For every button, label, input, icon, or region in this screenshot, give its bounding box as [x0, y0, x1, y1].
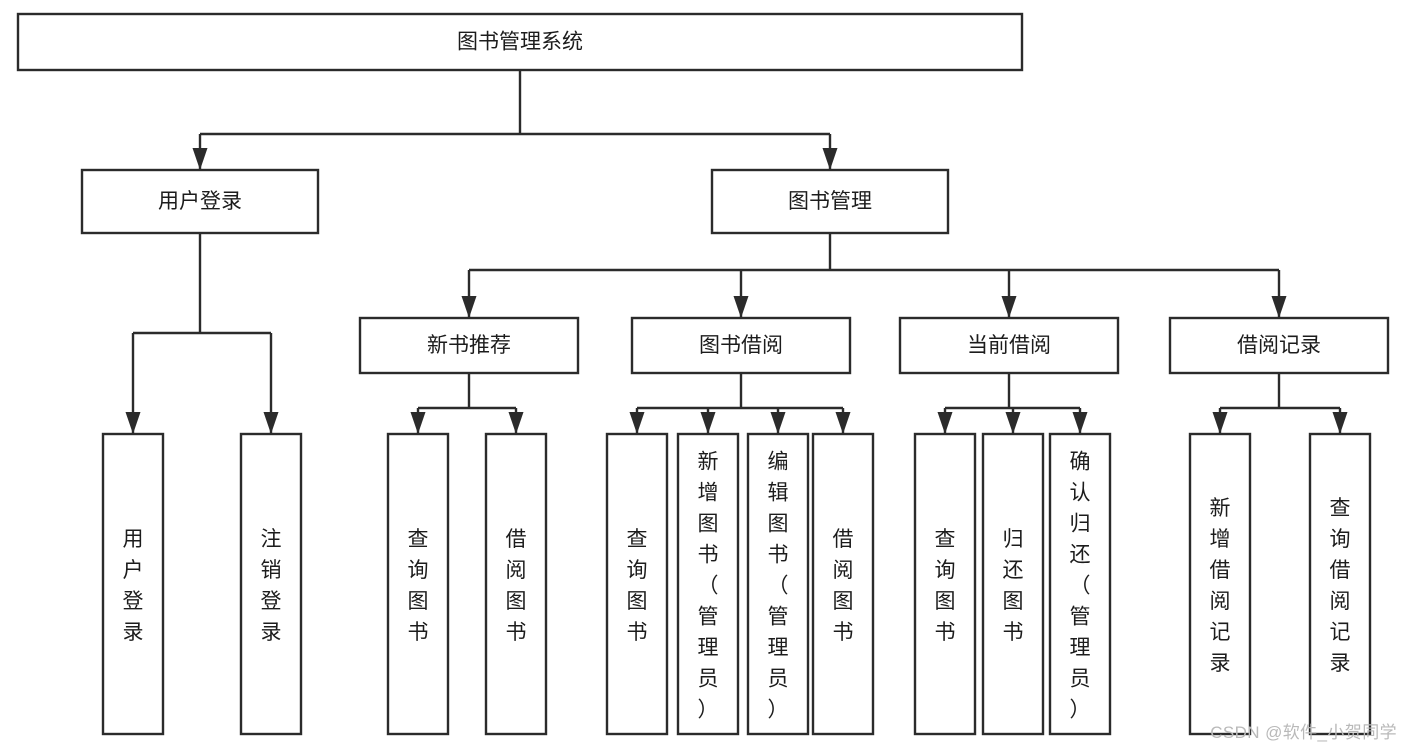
arrow-head-icon [461, 296, 477, 318]
node-leaf_query_book_1[interactable]: 查询图书 [386, 432, 450, 736]
arrow-head-icon [192, 148, 208, 170]
node-label-leaf_confirm_return: 确认归还（管理员） [1070, 451, 1091, 722]
node-root[interactable]: 图书管理系统 [16, 12, 1024, 72]
arrow-head-icon [1001, 296, 1017, 318]
node-box-leaf_add_record[interactable] [1188, 432, 1252, 736]
node-borrow_record[interactable]: 借阅记录 [1168, 316, 1390, 375]
node-label-leaf_add_record: 新增借阅记录 [1210, 497, 1231, 675]
node-box-leaf_logout[interactable] [239, 432, 303, 736]
node-leaf_borrow_book_2[interactable]: 借阅图书 [811, 432, 875, 736]
node-box-leaf_query_book_3[interactable] [913, 432, 977, 736]
node-box-new_book_recommend[interactable] [358, 316, 580, 375]
node-label-leaf_query_book_3: 查询图书 [935, 528, 956, 644]
node-label-leaf_return_book: 归还图书 [1003, 528, 1024, 644]
node-box-leaf_return_book[interactable] [981, 432, 1045, 736]
node-book_borrow[interactable]: 图书借阅 [630, 316, 852, 375]
node-box-leaf_borrow_book_1[interactable] [484, 432, 548, 736]
node-label-current_borrow: 当前借阅 [967, 334, 1051, 357]
node-box-leaf_edit_book[interactable] [746, 432, 810, 736]
node-box-borrow_record[interactable] [1168, 316, 1390, 375]
node-leaf_query_book_3[interactable]: 查询图书 [913, 432, 977, 736]
node-box-leaf_add_book[interactable] [676, 432, 740, 736]
node-leaf_add_book[interactable]: 新增图书（管理员） [676, 432, 740, 736]
node-box-leaf_user_login[interactable] [101, 432, 165, 736]
arrow-head-icon [700, 412, 716, 434]
node-leaf_query_book_2[interactable]: 查询图书 [605, 432, 669, 736]
arrow-head-icon [125, 412, 141, 434]
node-leaf_confirm_return[interactable]: 确认归还（管理员） [1048, 432, 1112, 736]
arrow-head-icon [629, 412, 645, 434]
node-label-borrow_record: 借阅记录 [1237, 334, 1321, 357]
node-box-leaf_query_record[interactable] [1308, 432, 1372, 736]
node-label-leaf_query_record: 查询借阅记录 [1330, 497, 1351, 675]
node-box-book_borrow[interactable] [630, 316, 852, 375]
node-label-leaf_add_book: 新增图书（管理员） [698, 451, 719, 722]
node-box-leaf_borrow_book_2[interactable] [811, 432, 875, 736]
node-leaf_user_login[interactable]: 用户登录 [101, 432, 165, 736]
node-label-leaf_edit_book: 编辑图书（管理员） [768, 451, 789, 722]
arrow-head-icon [263, 412, 279, 434]
node-new_book_recommend[interactable]: 新书推荐 [358, 316, 580, 375]
node-label-user_login: 用户登录 [158, 190, 242, 213]
arrow-head-icon [835, 412, 851, 434]
node-box-root[interactable] [16, 12, 1024, 72]
arrow-head-icon [410, 412, 426, 434]
node-box-leaf_query_book_2[interactable] [605, 432, 669, 736]
node-label-leaf_logout: 注销登录 [261, 528, 282, 644]
node-leaf_return_book[interactable]: 归还图书 [981, 432, 1045, 736]
node-leaf_query_record[interactable]: 查询借阅记录 [1308, 432, 1372, 736]
node-box-book_manage[interactable] [710, 168, 950, 235]
arrow-head-icon [770, 412, 786, 434]
arrow-head-icon [1332, 412, 1348, 434]
arrow-head-icon [508, 412, 524, 434]
arrow-head-icon [1212, 412, 1228, 434]
node-box-user_login[interactable] [80, 168, 320, 235]
arrow-head-icon [1072, 412, 1088, 434]
node-label-leaf_query_book_2: 查询图书 [627, 528, 648, 644]
node-user_login[interactable]: 用户登录 [80, 168, 320, 235]
node-leaf_add_record[interactable]: 新增借阅记录 [1188, 432, 1252, 736]
arrow-head-icon [733, 296, 749, 318]
csdn-watermark: CSDN @软件_小贺同学 [1210, 723, 1397, 742]
node-leaf_edit_book[interactable]: 编辑图书（管理员） [746, 432, 810, 736]
node-label-book_borrow: 图书借阅 [699, 334, 783, 357]
arrow-head-icon [937, 412, 953, 434]
node-leaf_borrow_book_1[interactable]: 借阅图书 [484, 432, 548, 736]
node-box-leaf_confirm_return[interactable] [1048, 432, 1112, 736]
node-label-leaf_query_book_1: 查询图书 [408, 528, 429, 644]
node-label-leaf_borrow_book_1: 借阅图书 [506, 528, 527, 644]
node-current_borrow[interactable]: 当前借阅 [898, 316, 1120, 375]
node-layer: 图书管理系统用户登录图书管理新书推荐图书借阅当前借阅借阅记录用户登录注销登录查询… [16, 12, 1390, 736]
node-label-leaf_user_login: 用户登录 [123, 528, 144, 644]
connector-layer [125, 70, 1348, 434]
arrow-head-icon [822, 148, 838, 170]
arrow-head-icon [1005, 412, 1021, 434]
node-leaf_logout[interactable]: 注销登录 [239, 432, 303, 736]
node-label-book_manage: 图书管理 [788, 190, 872, 213]
node-label-leaf_borrow_book_2: 借阅图书 [833, 528, 854, 644]
node-label-new_book_recommend: 新书推荐 [427, 334, 511, 357]
node-label-root: 图书管理系统 [457, 31, 583, 54]
arrow-head-icon [1271, 296, 1287, 318]
node-box-leaf_query_book_1[interactable] [386, 432, 450, 736]
node-book_manage[interactable]: 图书管理 [710, 168, 950, 235]
node-box-current_borrow[interactable] [898, 316, 1120, 375]
